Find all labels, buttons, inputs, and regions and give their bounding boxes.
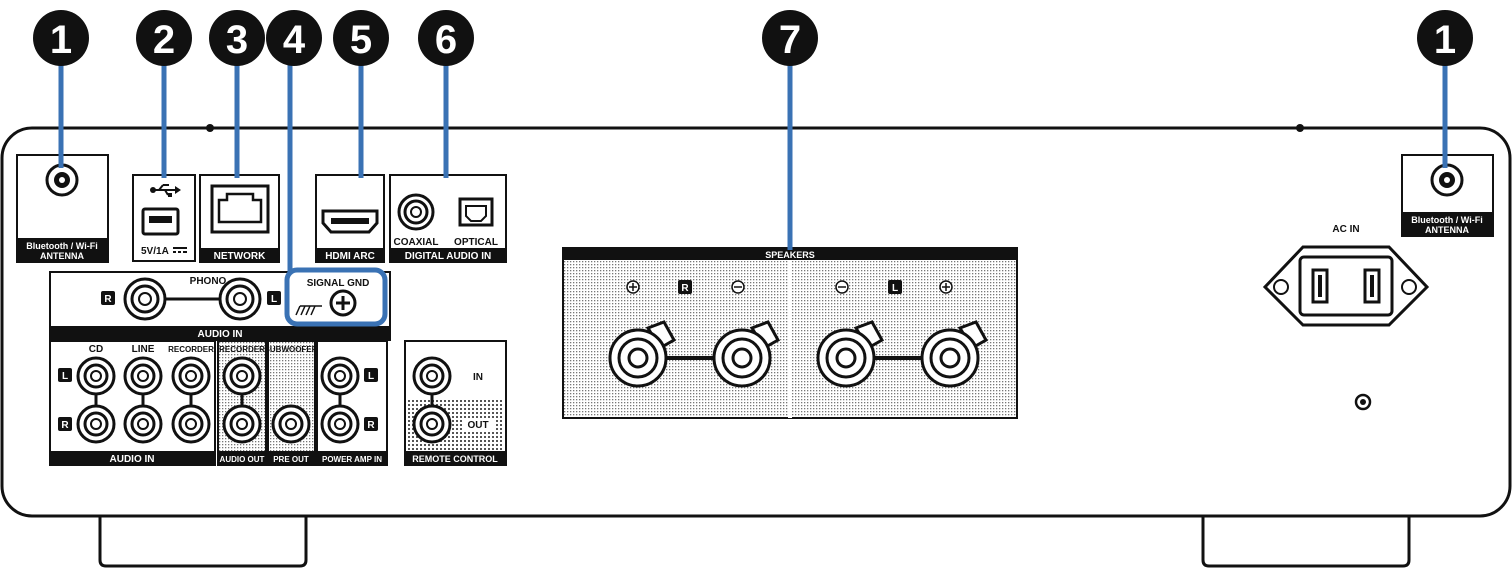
callout-6: 6 [418,10,474,66]
audio-in-label: AUDIO IN [110,454,155,465]
audio-in-left-badge: L [62,371,68,382]
antenna-left-label-1: Bluetooth / Wi-Fi [26,241,97,251]
foot-right [1201,515,1411,568]
usb-icon [150,184,181,197]
antenna-right-label-2: ANTENNA [1425,225,1469,235]
phono-r-jack[interactable] [123,277,167,321]
antenna-left-panel: Bluetooth / Wi-Fi ANTENNA [16,154,109,263]
svg-text:6: 6 [435,18,457,62]
phono-l-jack[interactable] [218,277,262,321]
svg-text:5: 5 [350,18,372,62]
power-amp-in-label: POWER AMP IN [322,455,382,464]
digital-audio-panel: COAXIAL OPTICAL DIGITAL AUDIO IN [389,174,507,263]
network-panel: NETWORK [199,174,280,263]
phono-audio-in-label: AUDIO IN [198,329,243,340]
phono-title: PHONO [190,276,227,287]
remote-out-label: OUT [467,420,488,431]
usb-panel: 5V/1A [132,174,196,262]
coaxial-label: COAXIAL [394,237,439,248]
line-label: LINE [132,344,155,355]
callout-5: 5 [333,10,389,66]
phono-right-badge: R [104,294,112,305]
cd-jacks[interactable] [76,356,116,444]
signal-gnd-label: SIGNAL GND [307,278,370,289]
optical-label: OPTICAL [454,237,498,248]
audio-in-panel: CD LINE RECORDER L R AUDIO IN [49,340,216,466]
callout-3: 3 [209,10,265,66]
subwoofer-label: SUBWOOFER [265,345,318,354]
pre-out-label: PRE OUT [273,455,309,464]
network-label: NETWORK [214,251,266,262]
line-jacks[interactable] [123,356,163,444]
hdmi-label: HDMI ARC [325,251,375,262]
audio-out-label: AUDIO OUT [220,455,265,464]
recorder-out-jacks[interactable] [222,356,262,444]
svg-text:4: 4 [283,18,306,62]
svg-text:1: 1 [50,18,72,62]
pre-out-panel: SUBWOOFER PRE OUT [265,340,318,466]
audio-out-recorder-label: RECORDER [219,345,265,354]
signal-gnd-panel: SIGNAL GND [284,267,388,327]
callout-4: 4 [266,10,322,66]
callout-1-left: 1 [33,10,89,66]
svg-text:3: 3 [226,18,248,62]
cd-label: CD [89,344,103,355]
ground-icon [295,305,322,316]
phono-left-badge: L [271,294,277,305]
callout-7: 7 [762,10,818,66]
digital-audio-label: DIGITAL AUDIO IN [405,251,491,262]
coaxial-jack[interactable] [397,193,435,231]
recorder-label: RECORDER [168,345,214,354]
power-amp-jacks[interactable] [320,356,360,444]
speakers-panel: SPEAKERS R L [562,247,1018,419]
svg-text:7: 7 [779,18,801,62]
ac-in-panel: AC IN [1262,224,1430,411]
gnd-terminal[interactable] [329,289,357,317]
svg-text:2: 2 [153,18,175,62]
callout-2: 2 [136,10,192,66]
hdmi-panel: HDMI ARC [315,174,385,263]
speaker-terminal-r-plus[interactable] [608,320,677,388]
recorder-in-jacks[interactable] [171,356,211,444]
foot-left [98,515,308,568]
remote-control-label: REMOTE CONTROL [412,454,498,464]
remote-control-panel: IN OUT REMOTE CONTROL [404,340,507,466]
antenna-right-label-1: Bluetooth / Wi-Fi [1411,215,1482,225]
callout-lines [58,62,1448,272]
remote-out-jack[interactable] [412,404,452,444]
speakers-label: SPEAKERS [765,250,815,260]
power-amp-in-panel: L R POWER AMP IN [316,340,388,466]
svg-text:1: 1 [1434,18,1456,62]
power-amp-right-badge: R [367,420,375,431]
remote-in-label: IN [473,372,483,383]
usb-rating: 5V/1A [141,246,169,257]
audio-out-panel: RECORDER AUDIO OUT [217,340,267,466]
remote-in-jack[interactable] [412,356,452,396]
antenna-left-label-2: ANTENNA [40,251,84,261]
ac-in-label: AC IN [1332,224,1359,235]
speaker-terminal-l-plus[interactable] [920,320,989,388]
callout-1-right: 1 [1417,10,1473,66]
speakers-right-badge: R [681,283,689,294]
speaker-terminal-l-minus[interactable] [816,320,885,388]
power-amp-left-badge: L [368,371,374,382]
subwoofer-jack[interactable] [271,404,311,444]
optical-jack[interactable] [458,197,494,227]
speakers-left-badge: L [892,283,898,294]
audio-in-right-badge: R [61,420,69,431]
speaker-terminal-r-minus[interactable] [712,320,781,388]
